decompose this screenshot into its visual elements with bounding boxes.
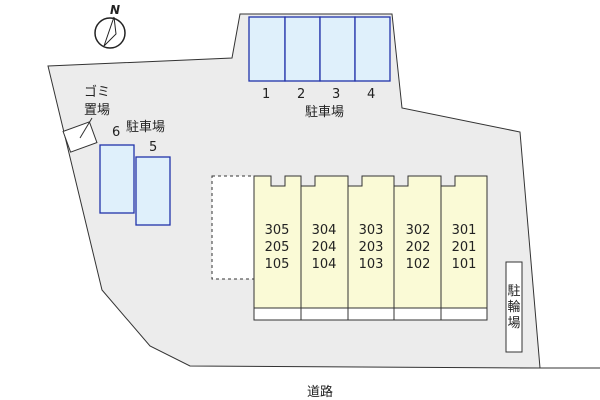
parking-main-label: 駐車場 xyxy=(305,105,345,120)
unit-202: 202 xyxy=(405,240,431,255)
building-balcony-strip xyxy=(253,307,488,321)
building-body xyxy=(253,175,488,309)
unit-203: 203 xyxy=(358,240,384,255)
unit-103: 103 xyxy=(358,257,384,272)
building xyxy=(253,175,488,321)
parking-space-label-2: 2 xyxy=(297,87,306,102)
unit-204: 204 xyxy=(311,240,337,255)
parking-main-spaces xyxy=(248,16,391,82)
parking-side-spaces xyxy=(99,144,171,226)
parking-space-label-6: 6 xyxy=(112,125,121,140)
unit-201: 201 xyxy=(451,240,477,255)
parking-space-4 xyxy=(354,16,391,82)
garbage-station-icon xyxy=(62,117,98,153)
bicycle-parking-label: 駐輪場 xyxy=(507,284,521,331)
parking-space-label-5: 5 xyxy=(149,140,158,155)
unit-column-304: 304 204 104 xyxy=(302,222,346,273)
unit-302: 302 xyxy=(405,223,431,238)
unit-303: 303 xyxy=(358,223,384,238)
unit-101: 101 xyxy=(451,257,477,272)
unit-column-302: 302 202 102 xyxy=(396,222,440,273)
parking-space-label-4: 4 xyxy=(367,87,376,102)
north-compass-icon xyxy=(94,16,126,49)
parking-space-label-1: 1 xyxy=(262,87,271,102)
parking-space-label-3: 3 xyxy=(332,87,341,102)
unit-205: 205 xyxy=(264,240,290,255)
unit-304: 304 xyxy=(311,223,337,238)
unit-column-303: 303 203 103 xyxy=(349,222,393,273)
unit-column-301: 301 201 101 xyxy=(442,222,486,273)
unit-301: 301 xyxy=(451,223,477,238)
unit-105: 105 xyxy=(264,257,290,272)
unit-104: 104 xyxy=(311,257,337,272)
unit-102: 102 xyxy=(405,257,431,272)
dashed-open-area xyxy=(211,175,255,280)
garbage-label-line1: ゴミ xyxy=(84,85,111,100)
parking-space-5 xyxy=(135,156,171,226)
parking-space-1 xyxy=(248,16,286,82)
compass-label: N xyxy=(110,3,121,17)
parking-space-6 xyxy=(99,144,135,214)
bicycle-parking-area xyxy=(505,261,523,353)
parking-side-label: 駐車場 xyxy=(126,120,166,135)
unit-column-305: 305 205 105 xyxy=(255,222,299,273)
parking-space-3 xyxy=(319,16,356,82)
garbage-label-line2: 置場 xyxy=(84,103,111,118)
road-label: 道路 xyxy=(307,385,334,400)
parking-space-2 xyxy=(284,16,321,82)
unit-305: 305 xyxy=(264,223,290,238)
